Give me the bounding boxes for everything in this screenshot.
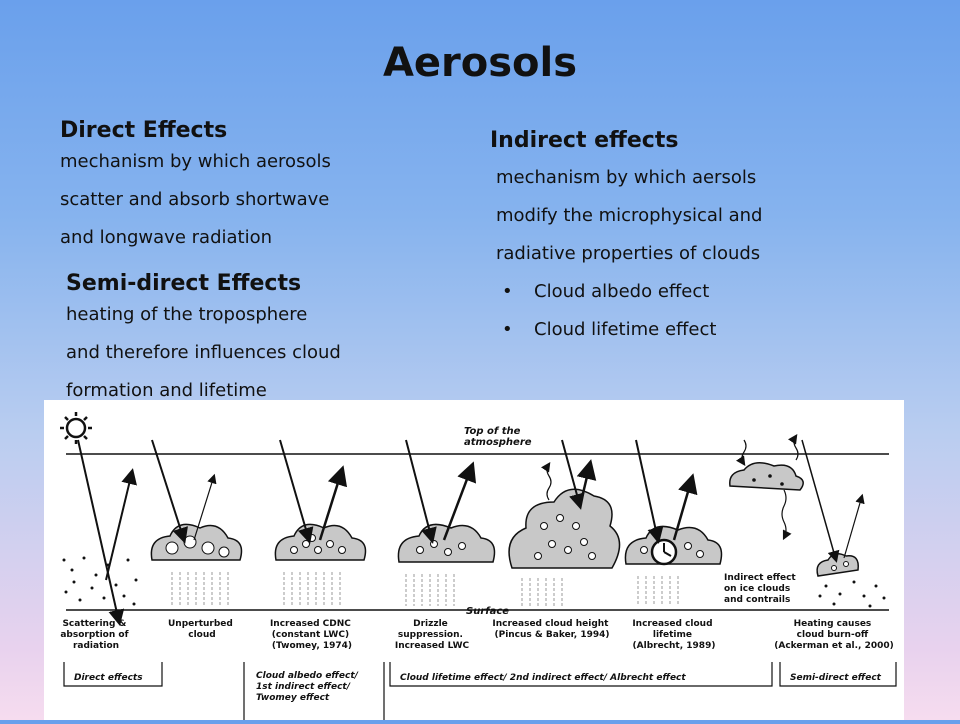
semi-direct-effects-description: heating of the troposphere and therefore… [66,296,341,410]
category-cloud-lifetime: Cloud lifetime effect/ 2nd indirect effe… [400,673,686,683]
bullet-icon: • [502,319,513,340]
top-of-atmosphere-label: Top of the atmosphere [464,426,532,448]
cloud-drizzle-suppression [397,439,496,563]
direct-effects-heading: Direct Effects [60,118,228,143]
text-line: scatter and absorb shortwave [60,189,330,210]
cloud-increased-cdnc [274,439,367,561]
list-item-label: Cloud albedo effect [534,281,710,302]
category-cloud-albedo: Cloud albedo effect/ 1st indirect effect… [256,671,361,703]
aerosol-effects-diagram: Top of the atmosphere Surface [44,400,904,720]
cloud-burn-off [801,439,886,608]
ice-cloud-label: Indirect effect on ice clouds and contra… [724,573,799,605]
category-brackets [63,662,897,720]
caption-burn-off: Heating causes cloud burn-off (Ackerman … [774,619,894,651]
caption-cloud-lifetime: Increased cloud lifetime (Albrecht, 1989… [632,619,715,651]
list-item: • Cloud lifetime effect [496,311,716,349]
text-line: and therefore influences cloud [66,342,341,363]
page-title: Aerosols [382,40,578,86]
semi-direct-effects-heading: Semi-direct Effects [66,271,302,296]
text-line: formation and lifetime [66,380,267,401]
category-direct-effects: Direct effects [74,673,143,683]
surface-label: Surface [466,606,509,617]
text-line: and longwave radiation [60,227,273,248]
rain-streaks [171,572,679,606]
text-line: modify the microphysical and [496,205,763,226]
category-semi-direct: Semi-direct effect [790,673,882,683]
bullet-icon: • [502,281,513,302]
aerosol-particles [62,556,138,606]
text-line: heating of the troposphere [66,304,308,325]
text-line: mechanism by which aerosols [60,151,331,172]
cloud-unperturbed [150,439,243,561]
caption-cloud-height: Increased cloud height (Pincus & Baker, … [492,619,611,640]
text-line: radiative properties of clouds [496,243,761,264]
indirect-effects-heading: Indirect effects [490,128,679,153]
caption-drizzle: Drizzle suppression. Increased LWC [395,619,470,651]
ice-cloud [729,434,804,541]
scattering-arrows [77,439,137,626]
cloud-increased-height [508,439,621,569]
cloud-increased-lifetime [624,439,723,566]
direct-effects-description: mechanism by which aerosols scatter and … [60,143,331,257]
caption-increased-cdnc: Increased CDNC (constant LWC) (Twomey, 1… [270,619,354,651]
caption-unperturbed: Unperturbed cloud [168,619,236,640]
sun-icon [60,412,92,444]
list-item: • Cloud albedo effect [496,273,716,311]
diagram-svg: Top of the atmosphere Surface [60,412,897,720]
caption-scattering: Scattering & absorption of radiation [60,619,131,651]
indirect-effects-description: mechanism by which aersols modify the mi… [496,159,762,273]
text-line: mechanism by which aersols [496,167,757,188]
indirect-effects-list: • Cloud albedo effect • Cloud lifetime eff… [496,273,716,349]
list-item-label: Cloud lifetime effect [534,319,717,340]
